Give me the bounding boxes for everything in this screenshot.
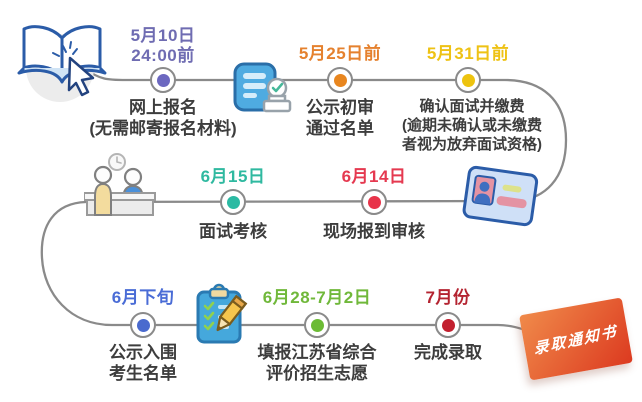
label-interview-assessment: 面试考核 (199, 222, 267, 241)
node-admission-complete (435, 312, 461, 338)
node-confirm-interview (455, 67, 481, 93)
date-preliminary-review: 5月25日前 (298, 44, 382, 63)
id-card-icon (460, 163, 540, 233)
label-shortlist-publicity: 公示入围考生名单 (109, 343, 177, 383)
node-interview-assessment (220, 189, 246, 215)
label-admission-complete: 完成录取 (414, 343, 482, 362)
stamped-document-icon (233, 62, 295, 123)
date-shortlist-publicity: 6月下旬 (111, 288, 175, 307)
node-onsite-checkin (361, 189, 387, 215)
node-shortlist-publicity (130, 312, 156, 338)
open-book-with-cursor-icon (14, 12, 110, 113)
date-fill-application: 6月28-7月2日 (262, 288, 372, 307)
label-preliminary-review: 公示初审通过名单 (306, 98, 374, 138)
admission-letter-text: 录取通知书 (533, 322, 619, 358)
date-admission-complete: 7月份 (425, 288, 471, 307)
label-onsite-checkin: 现场报到审核 (323, 222, 425, 241)
node-fill-application (304, 312, 330, 338)
date-interview-assessment: 6月15日 (200, 167, 266, 186)
date-onsite-checkin: 6月14日 (341, 167, 407, 186)
label-online-registration: 网上报名(无需邮寄报名材料) (89, 98, 237, 138)
date-confirm-interview: 5月31日前 (426, 44, 510, 63)
node-preliminary-review (327, 67, 353, 93)
node-online-registration (150, 67, 176, 93)
label-fill-application: 填报江苏省综合评价招生志愿 (257, 343, 377, 383)
label-confirm-interview: 确认面试并缴费(逾期未确认或未缴费者视为放弃面试资格) (402, 98, 542, 153)
clipboard-with-pencil-icon (194, 283, 254, 352)
interview-desk-icon (83, 148, 156, 225)
